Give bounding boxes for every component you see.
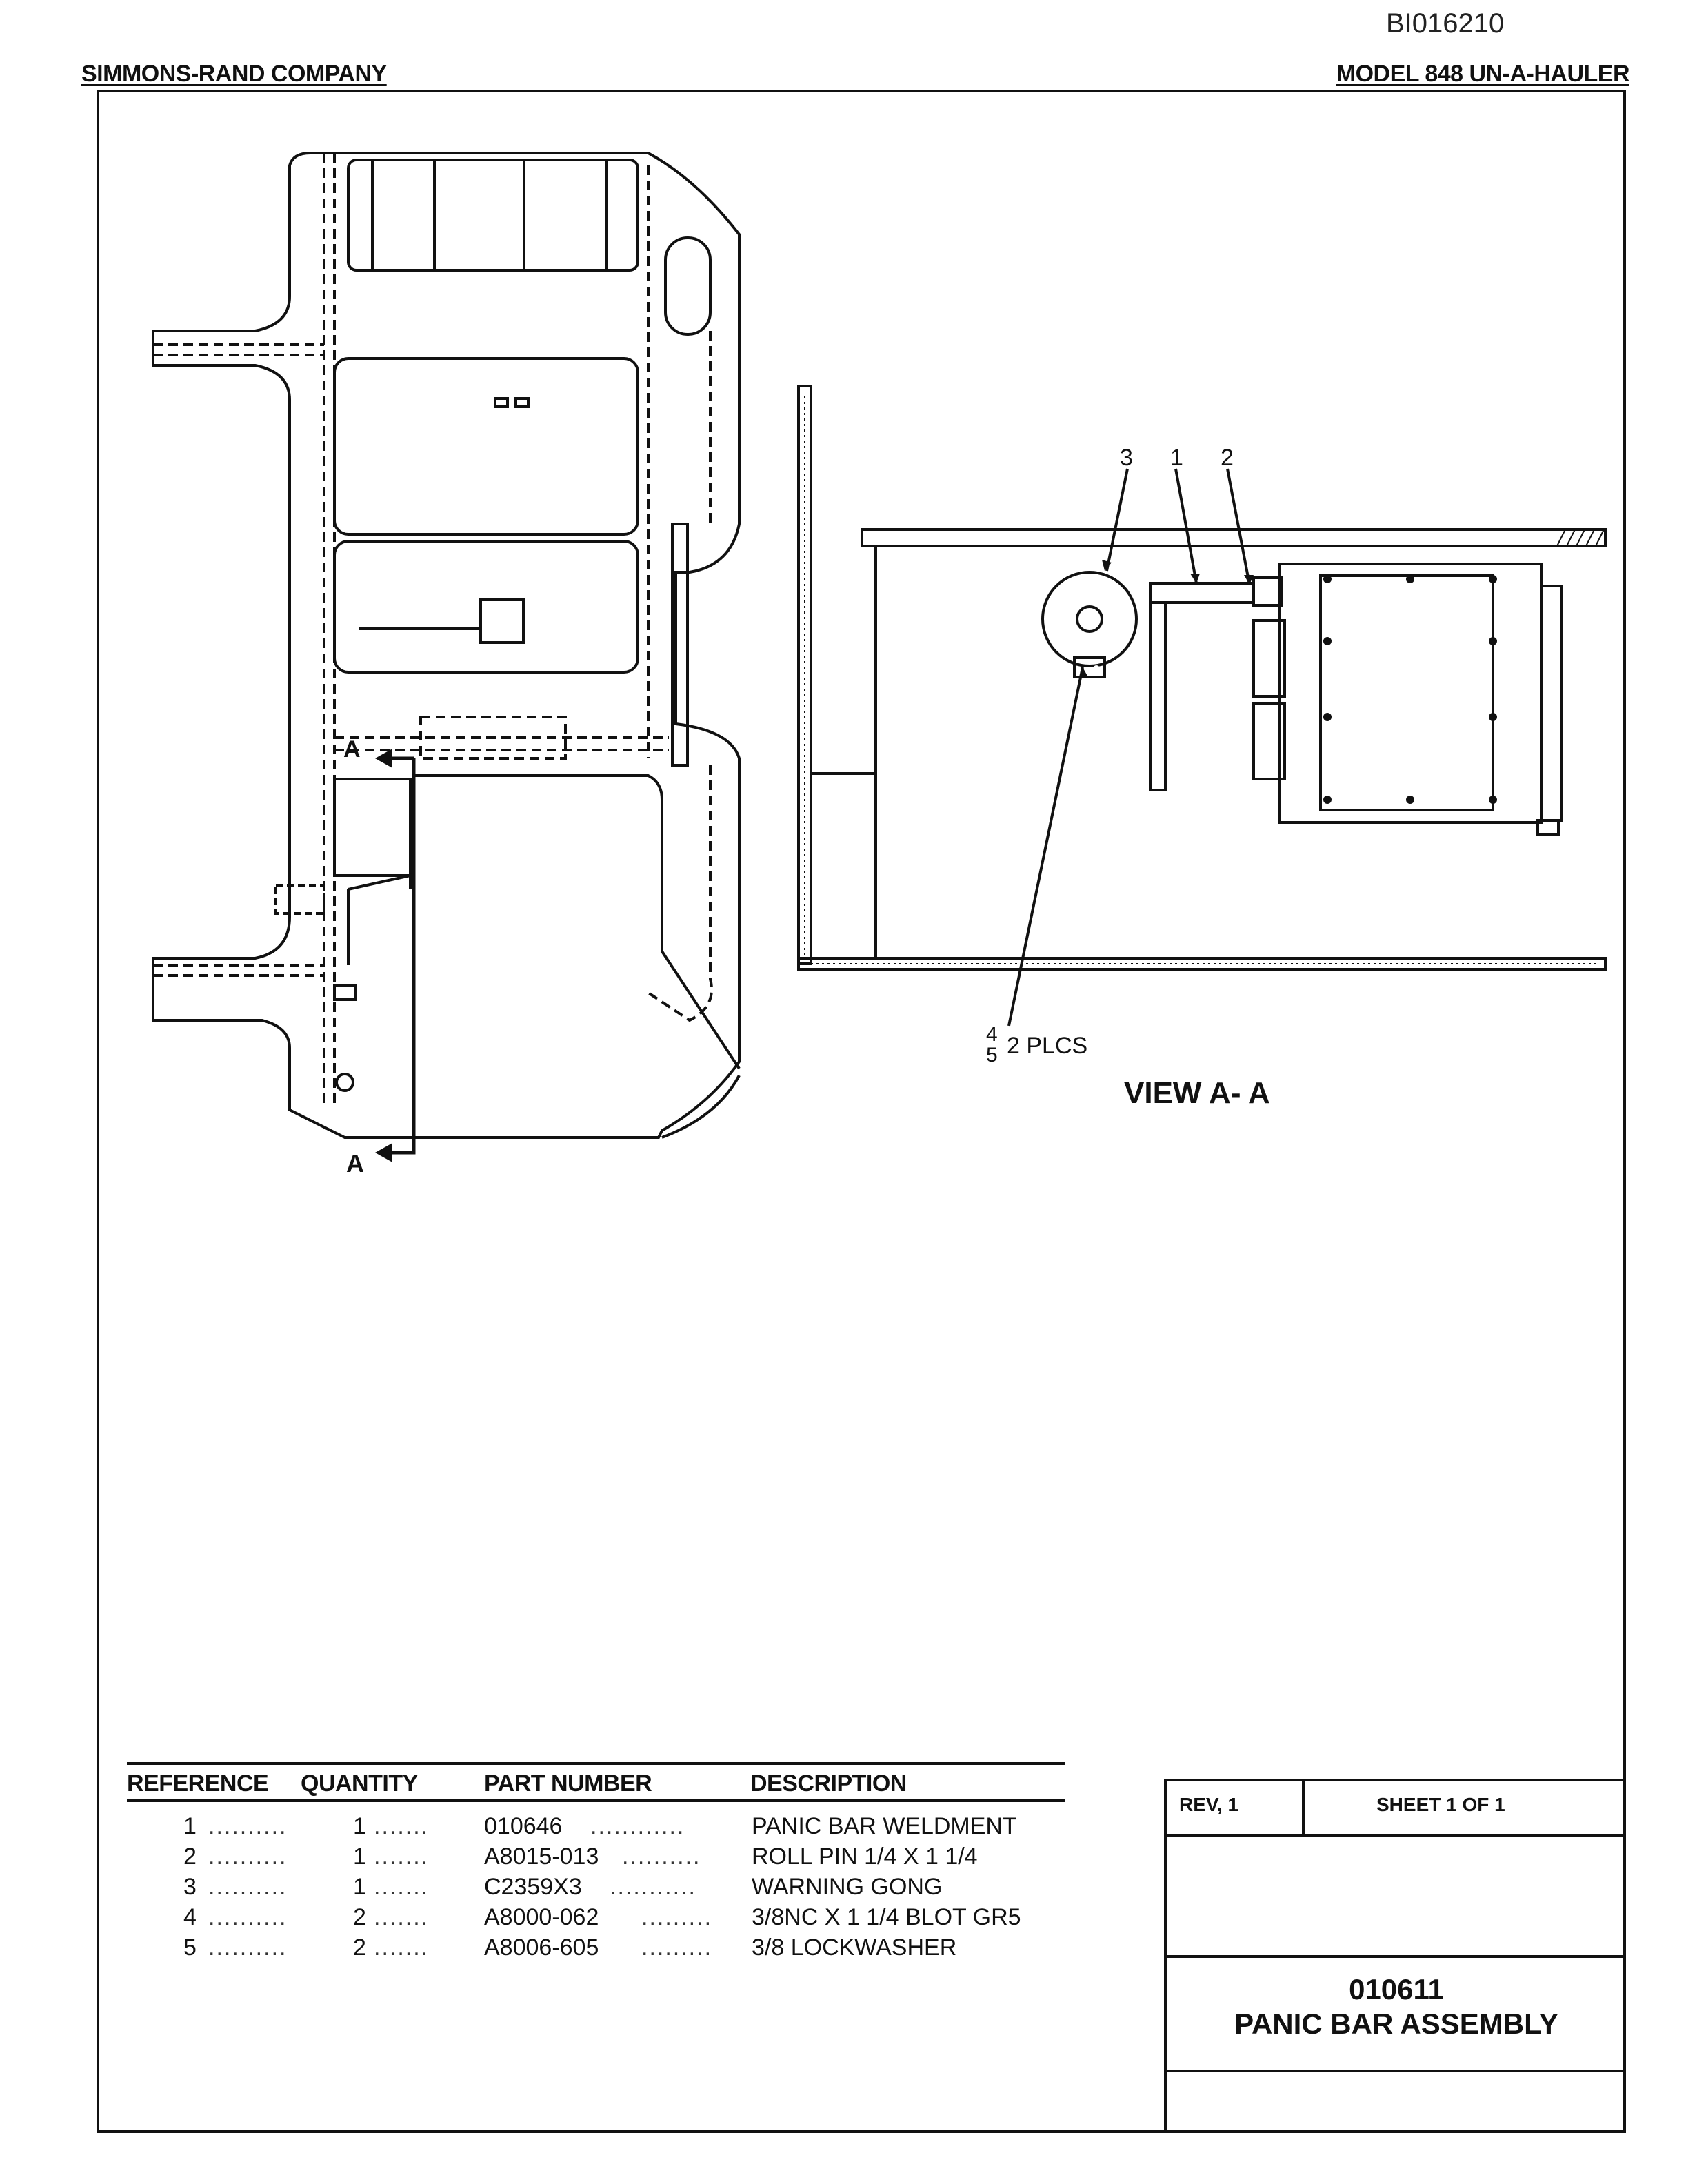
parts-row: 4 .......... 2 ....... A8000-062 .......… [183, 1904, 1021, 1930]
row-part-number: A8000-062 [484, 1904, 599, 1930]
row-quantity: 2 [353, 1934, 366, 1961]
title-block: REV, 1 SHEET 1 OF 1 010611 PANIC BAR ASS… [1164, 1779, 1626, 2133]
section-marker-top: A [343, 736, 361, 762]
row-part-number: C2359X3 [484, 1874, 582, 1900]
model-name: MODEL 848 UN-A-HAULER [1336, 61, 1630, 87]
title-block-rev-row: REV, 1 SHEET 1 OF 1 [1167, 1781, 1626, 1837]
document-id: BI016210 [1386, 8, 1505, 39]
row-quantity: 1 [353, 1813, 366, 1839]
parts-row: 2 .......... 1 ....... A8015-013 .......… [183, 1843, 978, 1870]
vehicle-plan-outline [152, 152, 741, 1139]
row-part-number: A8006-605 [484, 1934, 599, 1961]
company-name: SIMMONS-RAND COMPANY [81, 61, 387, 87]
callout-5: 5 [986, 1044, 998, 1066]
row-description: WARNING GONG [752, 1874, 943, 1900]
panic-bar [1149, 582, 1255, 604]
row-reference: 3 [183, 1874, 197, 1900]
row-quantity: 2 [353, 1904, 366, 1930]
row-description: PANIC BAR WELDMENT [752, 1813, 1017, 1839]
row-description: ROLL PIN 1/4 X 1 1/4 [752, 1843, 978, 1870]
revision: REV, 1 [1179, 1794, 1239, 1815]
callout-4: 4 [986, 1023, 998, 1046]
header-description: DESCRIPTION [750, 1770, 907, 1797]
view-label: VIEW A- A [1124, 1076, 1270, 1110]
title-block-blank [1167, 1837, 1626, 1958]
row-quantity: 1 [353, 1874, 366, 1900]
title-block-title: 010611 PANIC BAR ASSEMBLY [1167, 1958, 1626, 2072]
header-quantity: QUANTITY [301, 1770, 418, 1797]
row-description: 3/8 LOCKWASHER [752, 1934, 957, 1961]
row-reference: 4 [183, 1904, 197, 1930]
callout-2: 2 [1221, 445, 1234, 471]
row-reference: 1 [183, 1813, 197, 1839]
row-part-number: A8015-013 [484, 1843, 599, 1870]
actuator-body [1278, 563, 1543, 824]
header-reference: REFERENCE [127, 1770, 269, 1797]
row-part-number: 010646 [484, 1813, 563, 1839]
row-reference: 5 [183, 1934, 197, 1961]
drawing-frame [97, 90, 1626, 2133]
parts-row: 5 .......... 2 ....... A8006-605 .......… [183, 1934, 957, 1961]
callout-3: 3 [1120, 445, 1133, 471]
section-marker-bottom: A [346, 1149, 364, 1177]
parts-list-header: REFERENCE QUANTITY PART NUMBER DESCRIPTI… [127, 1762, 1065, 1802]
row-quantity: 1 [353, 1843, 366, 1870]
callout-1: 1 [1170, 445, 1183, 471]
row-description: 3/8NC X 1 1/4 BLOT GR5 [752, 1904, 1021, 1930]
header-part-number: PART NUMBER [484, 1770, 652, 1797]
sheet-number: SHEET 1 OF 1 [1376, 1794, 1505, 1815]
row-reference: 2 [183, 1843, 197, 1870]
callout-note: 2 PLCS [1007, 1033, 1087, 1059]
drawing-title: PANIC BAR ASSEMBLY [1234, 2008, 1558, 2040]
drawing-number: 010611 [1349, 1973, 1444, 2005]
parts-row: 3 .......... 1 ....... C2359X3 .........… [183, 1874, 943, 1900]
section-line [383, 758, 416, 1155]
warning-gong [1041, 571, 1138, 667]
parts-row: 1 .......... 1 ....... 010646 ..........… [183, 1813, 1017, 1839]
